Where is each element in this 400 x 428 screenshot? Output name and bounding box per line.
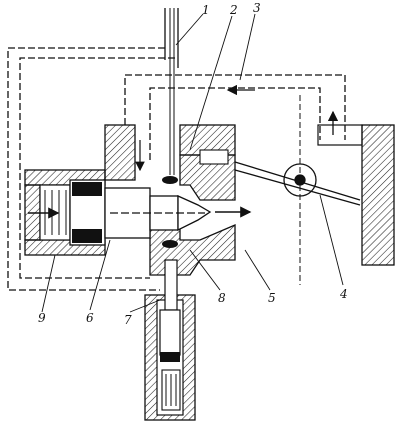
callout-3: 3 <box>253 1 261 15</box>
callout-9: 9 <box>38 311 46 325</box>
callout-6: 6 <box>86 311 94 325</box>
orifice-seals <box>162 176 178 248</box>
right-housing <box>317 124 395 266</box>
callouts: 1 2 3 4 5 6 7 8 9 <box>38 1 348 327</box>
upper-body <box>104 124 236 201</box>
lever-rod <box>234 95 361 285</box>
callout-8: 8 <box>218 291 226 305</box>
callout-5: 5 <box>268 291 276 305</box>
outer-feed-line <box>7 47 175 291</box>
lower-body <box>149 224 236 276</box>
callout-2: 2 <box>229 3 238 17</box>
callout-4: 4 <box>339 287 348 301</box>
callout-1: 1 <box>202 3 210 17</box>
leader-lines <box>41 13 344 313</box>
flow-arrows <box>28 206 252 219</box>
needle-spool <box>104 187 212 239</box>
lower-actuator <box>144 259 196 421</box>
feed-pipe <box>164 8 179 175</box>
callout-7: 7 <box>124 313 132 327</box>
